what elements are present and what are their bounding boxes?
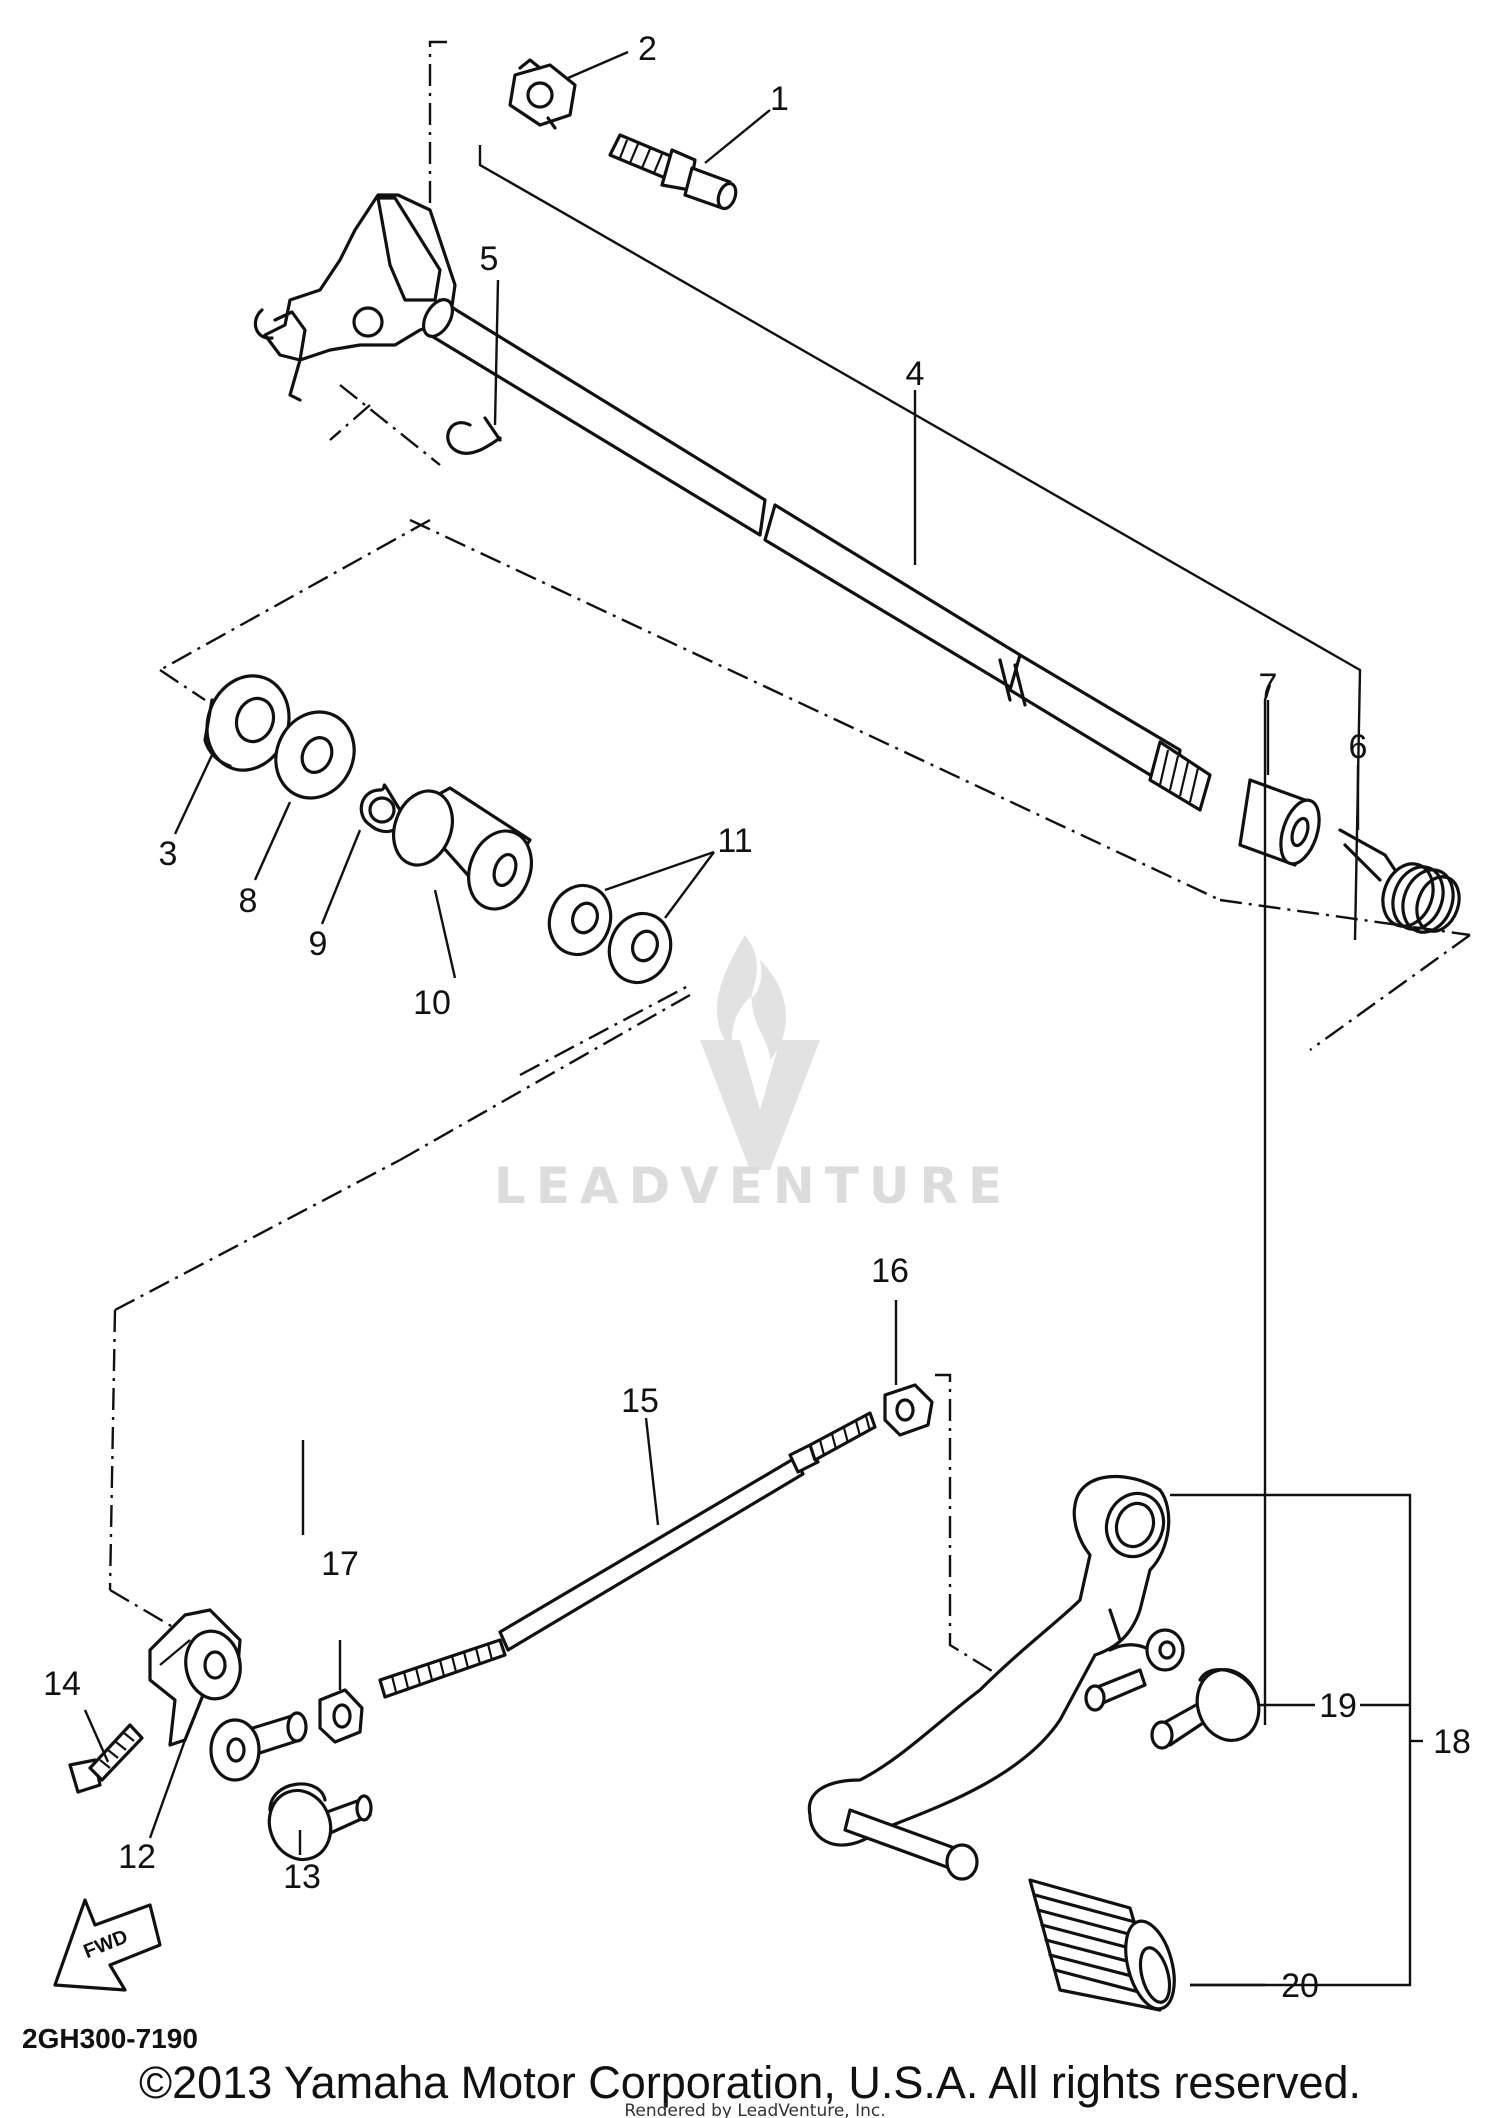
- pedal-rubber-part-20: [1028, 1878, 1176, 2012]
- nut-part-16: [883, 1383, 934, 1437]
- washer-part-8: [274, 710, 356, 800]
- callout-9: 9: [309, 925, 328, 963]
- shift-shaft: [253, 193, 1212, 812]
- callout-1: 1: [770, 80, 789, 118]
- callout-18: 18: [1433, 1723, 1471, 1761]
- forward-arrow-icon: FWD: [53, 1898, 162, 1992]
- shift-pedal-part-18: [807, 1474, 1185, 1881]
- lock-washer-part-2: [508, 58, 577, 130]
- callout-7: 7: [1259, 667, 1278, 705]
- callout-10: 10: [413, 984, 451, 1022]
- rendered-by-text: Rendered by LeadVenture, Inc.: [624, 2101, 885, 2118]
- spring-part-6: [1338, 828, 1461, 934]
- lower-guides: [935, 1373, 1056, 1712]
- callout-14: 14: [43, 1665, 81, 1703]
- callout-15: 15: [621, 1382, 659, 1420]
- copyright-text: ©2013 Yamaha Motor Corporation, U.S.A. A…: [139, 2057, 1361, 2108]
- upper-guides: [108, 40, 1471, 1632]
- callouts: 2 1 5 4 7 6 3 8 9 10 11 16 15 17 14 12 1…: [43, 30, 1471, 2005]
- callout-4: 4: [906, 355, 925, 393]
- collar-part-10: [392, 786, 533, 911]
- callout-17: 17: [321, 1545, 359, 1583]
- joint-pin-12: [209, 1711, 308, 1782]
- ball-joint-part-13: [267, 1782, 373, 1862]
- callout-19: 19: [1319, 1687, 1357, 1725]
- ball-joint-part-19: [1150, 1668, 1261, 1750]
- clip-part-5: [446, 416, 502, 455]
- callout-8: 8: [239, 882, 258, 920]
- bolt-part-14: [68, 1723, 144, 1794]
- callout-5: 5: [480, 240, 499, 278]
- bolt-part-1: [608, 133, 738, 211]
- watermark-text: LEADVENTURE: [494, 1157, 1012, 1215]
- callout-6: 6: [1349, 728, 1368, 766]
- callout-12: 12: [118, 1838, 156, 1876]
- callout-16: 16: [871, 1252, 909, 1290]
- oil-seals-part-11: [547, 883, 673, 985]
- leadventure-logo-icon: [700, 935, 820, 1170]
- nut-part-17: [318, 1688, 364, 1744]
- bushing-part-7: [1238, 778, 1321, 867]
- circlip-part-9: [359, 783, 403, 834]
- callout-2: 2: [638, 30, 657, 68]
- diagram-code: 2GH300-7190: [22, 2023, 198, 2054]
- callout-13: 13: [283, 1858, 321, 1896]
- watermark: LEADVENTURE: [494, 935, 1012, 1215]
- callout-3: 3: [159, 835, 178, 873]
- oil-seal-part-3: [203, 674, 291, 772]
- callout-11: 11: [717, 822, 752, 860]
- shift-arm-part-12: [148, 1608, 242, 1747]
- leader-lines: [83, 50, 1423, 1987]
- shift-rod-part-15: [378, 1411, 877, 1699]
- callout-20: 20: [1281, 1967, 1319, 2005]
